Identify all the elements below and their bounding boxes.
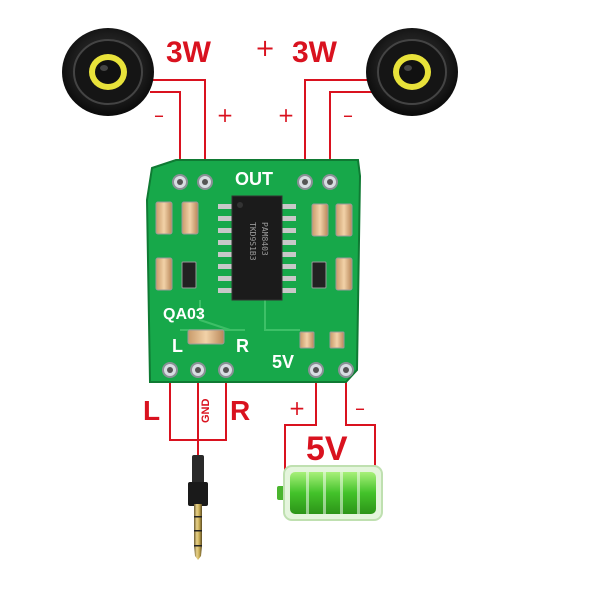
left-speaker — [62, 28, 154, 116]
left-speaker-power-label: 3W — [166, 36, 212, 69]
audio-gnd-label: GND — [200, 399, 212, 424]
audio-right-label: R — [230, 395, 250, 426]
power-minus-wire — [345, 375, 376, 483]
board-components — [155, 201, 353, 349]
right-speaker-power-label: 3W — [292, 36, 338, 69]
right-speaker-minus-wire — [329, 91, 375, 177]
chip-line1: PAM8403 — [260, 222, 269, 256]
right-speaker-plus-wire — [304, 79, 375, 177]
audio-jack-plug — [188, 455, 208, 560]
power-minus-label: – — [355, 396, 365, 420]
right-speaker-minus-label: – — [343, 103, 353, 127]
chip-line2: TKD9S1B3 — [248, 222, 257, 261]
audio-r-wire — [198, 375, 227, 441]
audio-left-label: L — [143, 395, 160, 426]
board-out-label: OUT — [235, 169, 273, 189]
amplifier-chip: PAM8403 TKD9S1B3 — [218, 195, 296, 301]
board-model-label: QA03 — [163, 306, 205, 323]
board-l-label: L — [172, 336, 183, 356]
battery-icon — [277, 465, 383, 521]
power-plus-label: + — [289, 396, 306, 420]
left-speaker-plus-wire — [150, 79, 206, 177]
left-speaker-minus-label: – — [154, 103, 164, 127]
audio-l-wire — [169, 375, 198, 441]
right-speaker-plus-label: + — [278, 103, 295, 127]
board-5v-label: 5V — [272, 352, 294, 372]
center-plus-label: + — [255, 34, 275, 62]
power-plus-wire — [284, 375, 317, 483]
board-r-label: R — [236, 336, 249, 356]
amplifier-board: PAM8403 TKD9S1B3 OUT QA03 L R 5V — [145, 159, 362, 383]
wires — [150, 79, 376, 483]
right-speaker — [366, 28, 458, 116]
left-speaker-plus-label: + — [217, 103, 234, 127]
left-speaker-minus-wire — [150, 91, 181, 177]
power-voltage-label: 5V — [306, 430, 348, 468]
